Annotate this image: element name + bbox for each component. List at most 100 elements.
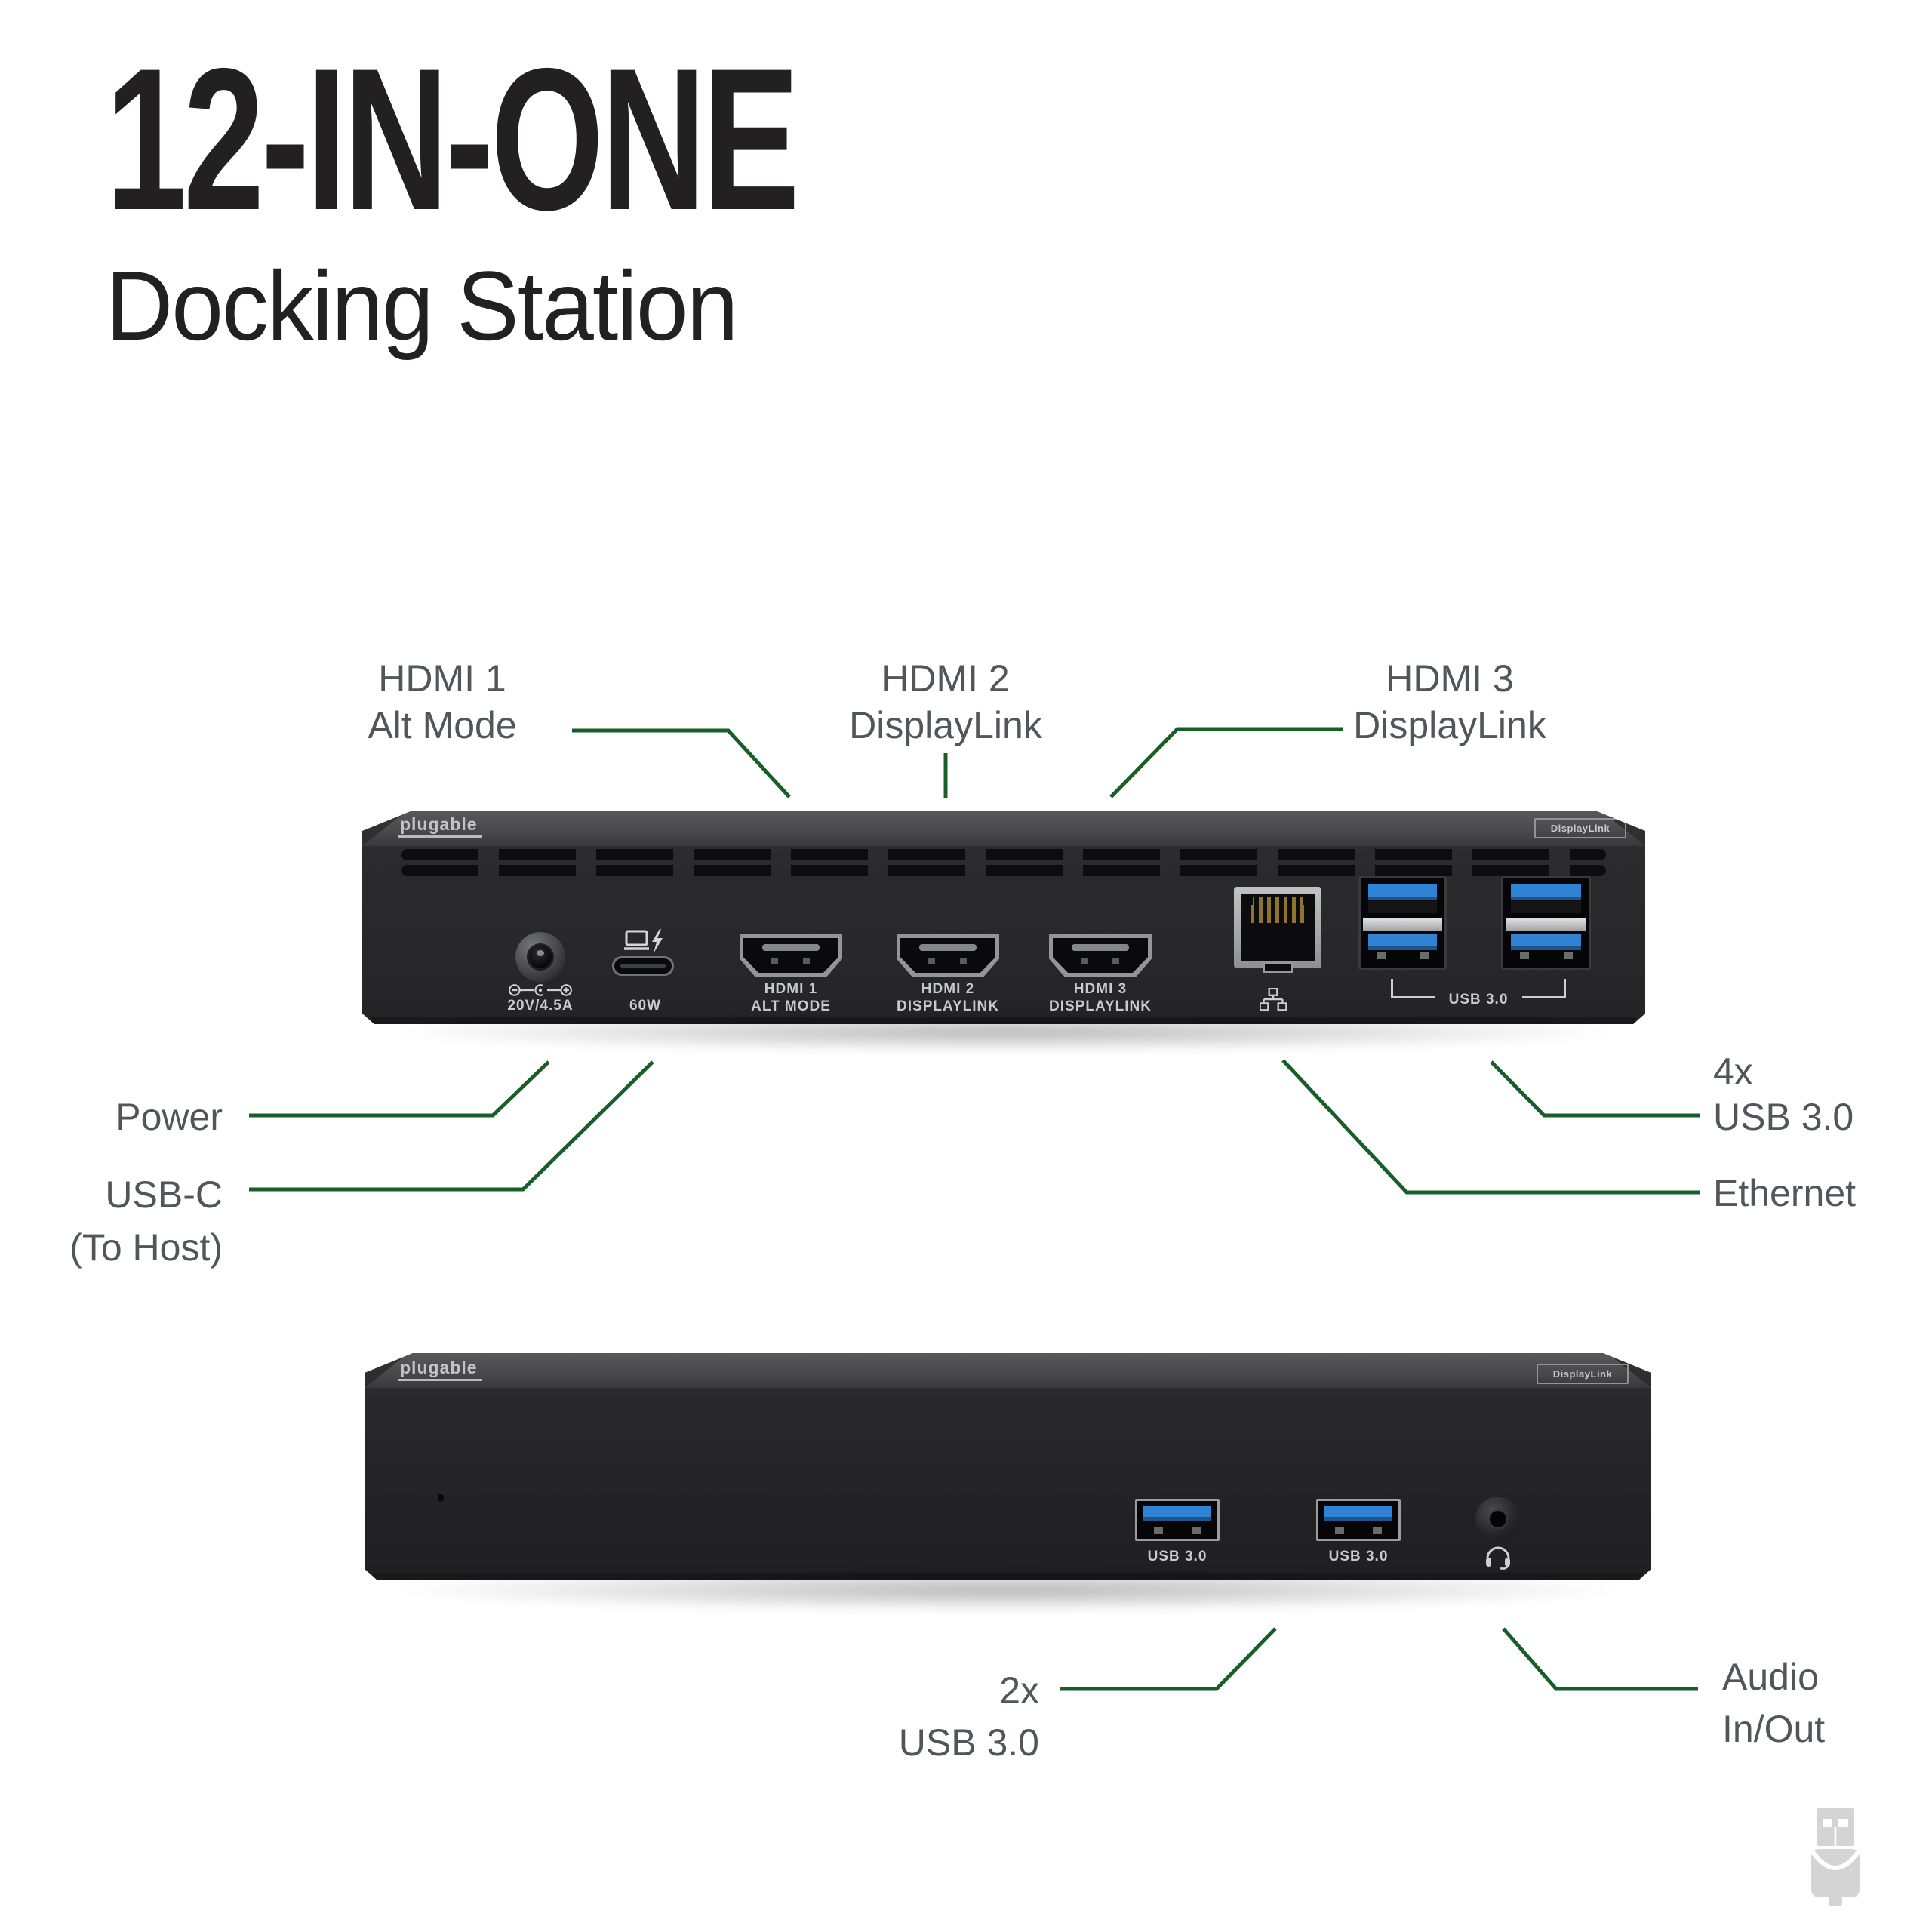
- hdmi-pin: [928, 958, 935, 964]
- callout-hdmi2-line1: HDMI 2: [881, 657, 1010, 700]
- leader-line-usb-c: [249, 1060, 654, 1192]
- callout-usb-c-line2: (To Host): [69, 1226, 223, 1269]
- page-subtitle: Docking Station: [106, 251, 738, 361]
- callout-hdmi1-line1: HDMI 1: [378, 657, 506, 700]
- plugable-logo: plugable: [398, 816, 482, 838]
- hdmi-port-3-tongue: [1072, 944, 1129, 951]
- plugable-logo: plugable: [398, 1359, 482, 1381]
- status-led-pinhole: [438, 1494, 444, 1502]
- usb-a-contact-nub: [1192, 1527, 1201, 1534]
- hdmi-port-3-label-line2: DISPLAYLINK: [1049, 998, 1152, 1014]
- hdmi-port-3: [1049, 934, 1152, 977]
- headset-icon: [1484, 1543, 1512, 1571]
- hdmi-port-3-cavity: [1053, 938, 1148, 973]
- usb-a-port: [1368, 884, 1437, 900]
- audio-jack-port: [1475, 1497, 1521, 1542]
- hdmi-port-2-label-line2: DISPLAYLINK: [897, 998, 999, 1014]
- displaylink-badge: DisplayLink: [1534, 818, 1626, 838]
- callout-hdmi3: HDMI 3 DisplayLink: [1351, 655, 1549, 749]
- leader-line-usb-rear: [1490, 1060, 1700, 1118]
- usb-c-port: [612, 956, 674, 976]
- callout-usb-rear-line2: USB 3.0: [1713, 1096, 1854, 1138]
- callout-usb-rear: 4x USB 3.0: [1713, 1049, 1854, 1140]
- dock-rear-bottom-edge: [371, 1017, 1636, 1024]
- leader-line-hdmi3: [1109, 727, 1343, 798]
- laptop-charging-icon: [624, 929, 666, 953]
- usb-a-contact-nub: [1335, 1527, 1344, 1534]
- callout-usb-front-line1: 2x: [999, 1669, 1039, 1712]
- dock-rear-top-surface: [362, 811, 1645, 846]
- usb-a-front-port-1: [1135, 1499, 1220, 1541]
- callout-usb-c-host: USB-C (To Host): [19, 1168, 223, 1274]
- power-jack-barrel: [527, 943, 554, 971]
- hdmi-pin: [1112, 958, 1119, 964]
- hdmi-port-2-tongue: [919, 944, 977, 951]
- hdmi-port-1-cavity: [743, 938, 838, 973]
- dock-front-top-surface: [365, 1353, 1651, 1388]
- usb-group-label: USB 3.0: [1448, 992, 1509, 1008]
- ethernet-port: [1234, 887, 1321, 968]
- hdmi-port-2-label-line1: HDMI 2: [921, 981, 975, 997]
- hdmi-port-1-label-line1: HDMI 1: [764, 981, 818, 997]
- ethernet-latch-notch: [1243, 896, 1253, 905]
- dock-front-shadow: [381, 1568, 1634, 1612]
- usb-a-port-column-1: [1358, 876, 1447, 970]
- vent-row: [401, 849, 1606, 860]
- usb-a-front-port-2: [1316, 1499, 1401, 1541]
- leader-line-power: [249, 1060, 550, 1118]
- usb-watermark-icon: [1811, 1808, 1860, 1906]
- hdmi-port-2: [897, 934, 999, 977]
- callout-ethernet: Ethernet: [1713, 1172, 1857, 1214]
- usb-a-port: [1511, 934, 1581, 950]
- usb-a-tongue: [1324, 1506, 1392, 1521]
- displaylink-badge: DisplayLink: [1537, 1364, 1629, 1384]
- usb-a-contact-nub: [1373, 1527, 1382, 1534]
- usb-a-front-port-1-label: USB 3.0: [1147, 1549, 1208, 1564]
- callout-usb-c-line1: USB-C: [105, 1174, 223, 1216]
- callout-hdmi2: HDMI 2 DisplayLink: [795, 655, 1097, 749]
- hdmi-port-2-label: HDMI 2 DISPLAYLINK: [880, 980, 1016, 1015]
- hdmi-port-1-label: HDMI 1 ALT MODE: [723, 980, 859, 1015]
- usb-a-contact-nub: [1520, 952, 1529, 959]
- hdmi-port-3-label: HDMI 3 DISPLAYLINK: [1032, 980, 1168, 1015]
- vent-slots: [401, 849, 1606, 876]
- usb-a-contact-nub: [1154, 1527, 1163, 1534]
- usb-c-port-label: 60W: [629, 998, 662, 1014]
- callout-audio: Audio In/Out: [1722, 1651, 1825, 1755]
- callout-usb-front: 2x USB 3.0: [851, 1665, 1039, 1769]
- displaylink-badge-label: DisplayLink: [1552, 1368, 1613, 1380]
- callout-power: Power: [115, 1096, 223, 1138]
- usb-a-port: [1511, 884, 1581, 900]
- callout-hdmi3-line1: HDMI 3: [1386, 657, 1514, 700]
- audio-jack-cavity: [1488, 1509, 1508, 1529]
- callout-usb-front-line2: USB 3.0: [898, 1721, 1039, 1764]
- usb-a-contact-nub: [1420, 952, 1429, 959]
- displaylink-badge-label: DisplayLink: [1550, 823, 1611, 834]
- vent-row: [401, 865, 1606, 876]
- usb-a-port: [1368, 934, 1437, 950]
- hdmi-port-1-label-line2: ALT MODE: [751, 998, 831, 1014]
- usb-a-contacts: [1511, 901, 1581, 913]
- hdmi-port-1-tongue: [762, 944, 820, 951]
- hdmi-port-2-cavity: [900, 938, 995, 973]
- hdmi-port-3-label-line1: HDMI 3: [1073, 981, 1128, 997]
- hdmi-port-1: [740, 934, 842, 977]
- dock-rear-shadow: [377, 1013, 1630, 1052]
- usb-group-bracket-left: [1391, 979, 1435, 998]
- power-jack-pin: [537, 950, 544, 956]
- dock-front-bottom-edge: [374, 1573, 1642, 1580]
- callout-hdmi1: HDMI 1 Alt Mode: [325, 655, 560, 749]
- usb-a-tongue: [1143, 1506, 1211, 1521]
- callout-audio-line2: In/Out: [1722, 1708, 1826, 1750]
- ethernet-port-tab: [1263, 962, 1293, 973]
- callout-hdmi3-line2: DisplayLink: [1353, 704, 1546, 746]
- leader-line-audio: [1502, 1627, 1698, 1691]
- power-jack-port: [515, 932, 565, 982]
- usb-a-divider: [1506, 918, 1586, 931]
- dock-front-view: plugable DisplayLink USB 3.0 USB 3.0: [365, 1353, 1651, 1580]
- usb-a-contact-nub: [1564, 952, 1573, 959]
- usb-c-port-slot: [620, 964, 666, 968]
- power-port-label: 20V/4.5A: [507, 998, 574, 1014]
- callout-hdmi1-line2: Alt Mode: [368, 704, 517, 746]
